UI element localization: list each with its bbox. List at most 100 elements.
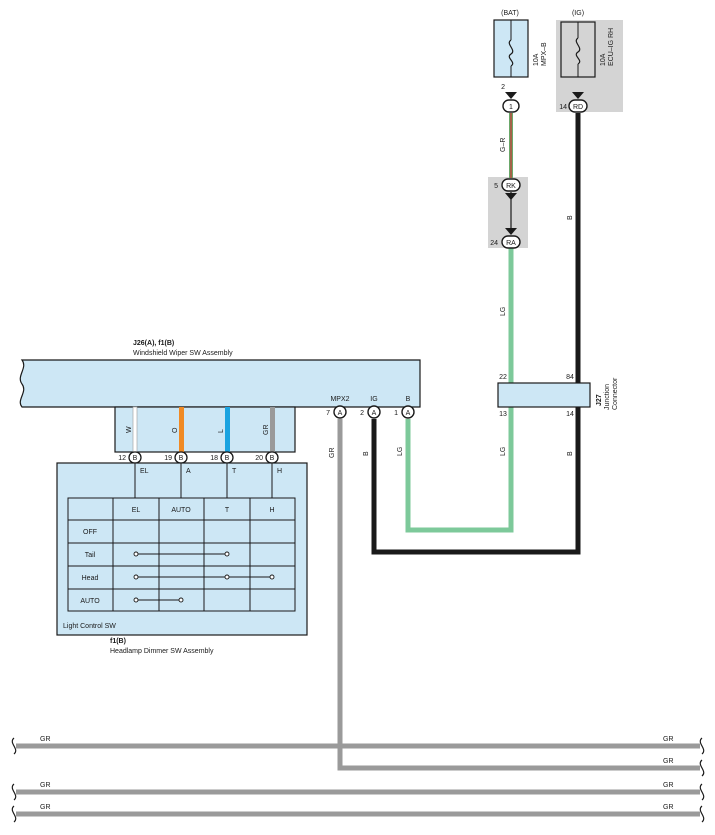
- svg-text:13: 13: [499, 411, 507, 418]
- arrow-down-icon: [505, 228, 517, 235]
- svg-text:RK: RK: [506, 183, 516, 190]
- fuse-ig-power-label: (IG): [572, 10, 584, 17]
- bus-lines: [11, 737, 705, 823]
- connector-b-12: B 12: [118, 451, 142, 464]
- bus-label-left: GR: [40, 782, 51, 789]
- wiper-sw-id: J26(A), f1(B): [133, 340, 174, 347]
- row-header: OFF: [83, 529, 97, 536]
- fuse-ig-rating: 10A: [600, 53, 607, 66]
- connector-1: 1: [502, 99, 520, 113]
- wire-l: [225, 407, 230, 452]
- break-mark-icon: [699, 783, 705, 801]
- svg-text:24: 24: [490, 240, 498, 247]
- fuse-symbol-icon: [508, 39, 514, 67]
- col-header: AUTO: [171, 507, 191, 514]
- fuse-bat-name: MPX–B: [541, 42, 548, 66]
- fuse-symbol-icon: [575, 37, 581, 65]
- wire-gr-mpx2: [337, 419, 700, 771]
- connector-b-19: B 19: [164, 451, 188, 464]
- connector-b-18: B 18: [210, 451, 234, 464]
- svg-text:O: O: [172, 427, 179, 433]
- break-mark-icon: [11, 737, 17, 755]
- fuse-ig-pin: 14: [559, 104, 567, 111]
- svg-text:A: A: [372, 410, 377, 417]
- col-header: H: [269, 507, 274, 514]
- fuse-bat-power-label: (BAT): [501, 10, 519, 17]
- arrow-down-icon: [505, 92, 517, 99]
- fuse-ig-name: ECU–IG RH: [608, 28, 615, 66]
- svg-text:12: 12: [118, 455, 126, 462]
- sw-pin-name: T: [232, 468, 237, 475]
- svg-text:5: 5: [494, 183, 498, 190]
- j27-name-1: Junction: [604, 384, 611, 410]
- svg-text:A: A: [338, 410, 343, 417]
- bus-label-left: GR: [40, 804, 51, 811]
- sw-pin-name: A: [186, 468, 191, 475]
- svg-text:1: 1: [394, 410, 398, 417]
- connector-a-mpx2: A 7: [326, 405, 347, 419]
- switch-position-table: [67, 497, 296, 612]
- j27-name-2: Connector: [612, 377, 619, 410]
- wiper-sw-assembly: J26(A), f1(B) Windshield Wiper SW Assemb…: [19, 340, 421, 453]
- break-mark-icon: [699, 737, 705, 755]
- wire-label: GR: [329, 448, 336, 459]
- col-header: EL: [132, 507, 141, 514]
- fuse-bat-rating: 10A: [533, 53, 540, 66]
- break-mark-icon: [11, 805, 17, 823]
- arrow-down-icon: [572, 92, 584, 99]
- wire-label: G–R: [500, 138, 507, 152]
- junction-connector-j27: 22 84 13 14 J27 Junction Connector: [497, 374, 619, 418]
- svg-text:B: B: [133, 455, 138, 462]
- terminal-b: B: [406, 396, 411, 403]
- connector-rk: RK 5: [494, 178, 521, 192]
- sw-pin-name: EL: [140, 468, 149, 475]
- row-header: AUTO: [80, 598, 100, 605]
- break-mark-icon: [11, 783, 17, 801]
- terminal-mpx2: MPX2: [330, 396, 349, 403]
- svg-text:B: B: [270, 455, 275, 462]
- bus-label-right: GR: [663, 804, 674, 811]
- wire-lg-lower: [405, 407, 514, 533]
- break-mark-icon: [699, 759, 705, 777]
- break-mark-icon: [699, 805, 705, 823]
- svg-text:1: 1: [509, 104, 513, 111]
- wiper-sw-name: Windshield Wiper SW Assembly: [133, 350, 233, 357]
- wire-o: [179, 407, 184, 452]
- headlamp-dimmer-id: f1(B): [110, 638, 126, 645]
- bus-label-right: GR: [663, 782, 674, 789]
- connector-ra: RA 24: [490, 235, 521, 249]
- svg-text:L: L: [218, 429, 225, 433]
- svg-text:W: W: [126, 426, 133, 433]
- wire-label: B: [567, 451, 574, 456]
- row-header: Head: [82, 575, 99, 582]
- svg-text:RD: RD: [573, 104, 583, 111]
- wire-label: LG: [500, 307, 507, 316]
- j27-id: J27: [596, 394, 603, 406]
- row-header: Tail: [85, 552, 96, 559]
- sw-pin-name: H: [277, 468, 282, 475]
- arrow-down-icon: [505, 193, 517, 200]
- svg-text:7: 7: [326, 410, 330, 417]
- connector-a-b: A 1: [394, 405, 415, 419]
- svg-text:GR: GR: [263, 425, 270, 436]
- wire-label: B: [363, 451, 370, 456]
- svg-text:22: 22: [499, 374, 507, 381]
- bus-label-left: GR: [40, 736, 51, 743]
- bus-label-right: GR: [663, 736, 674, 743]
- light-control-name: Light Control SW: [63, 623, 116, 630]
- svg-text:84: 84: [566, 374, 574, 381]
- svg-text:20: 20: [255, 455, 263, 462]
- fuse-bat-pin: 2: [501, 84, 505, 91]
- bus-label-right: GR: [663, 758, 674, 765]
- svg-text:19: 19: [164, 455, 172, 462]
- svg-text:2: 2: [360, 410, 364, 417]
- svg-text:A: A: [406, 410, 411, 417]
- connector-b-20: B 20: [255, 451, 279, 464]
- terminal-ig: IG: [370, 396, 377, 403]
- connector-arrows: [505, 92, 584, 235]
- svg-text:B: B: [179, 455, 184, 462]
- wire-gr-inner: [270, 407, 275, 452]
- light-control-sw: EL A T H EL AUTO T H OFF Tail Head AUTO: [56, 462, 308, 636]
- continuity-marks: [133, 551, 275, 603]
